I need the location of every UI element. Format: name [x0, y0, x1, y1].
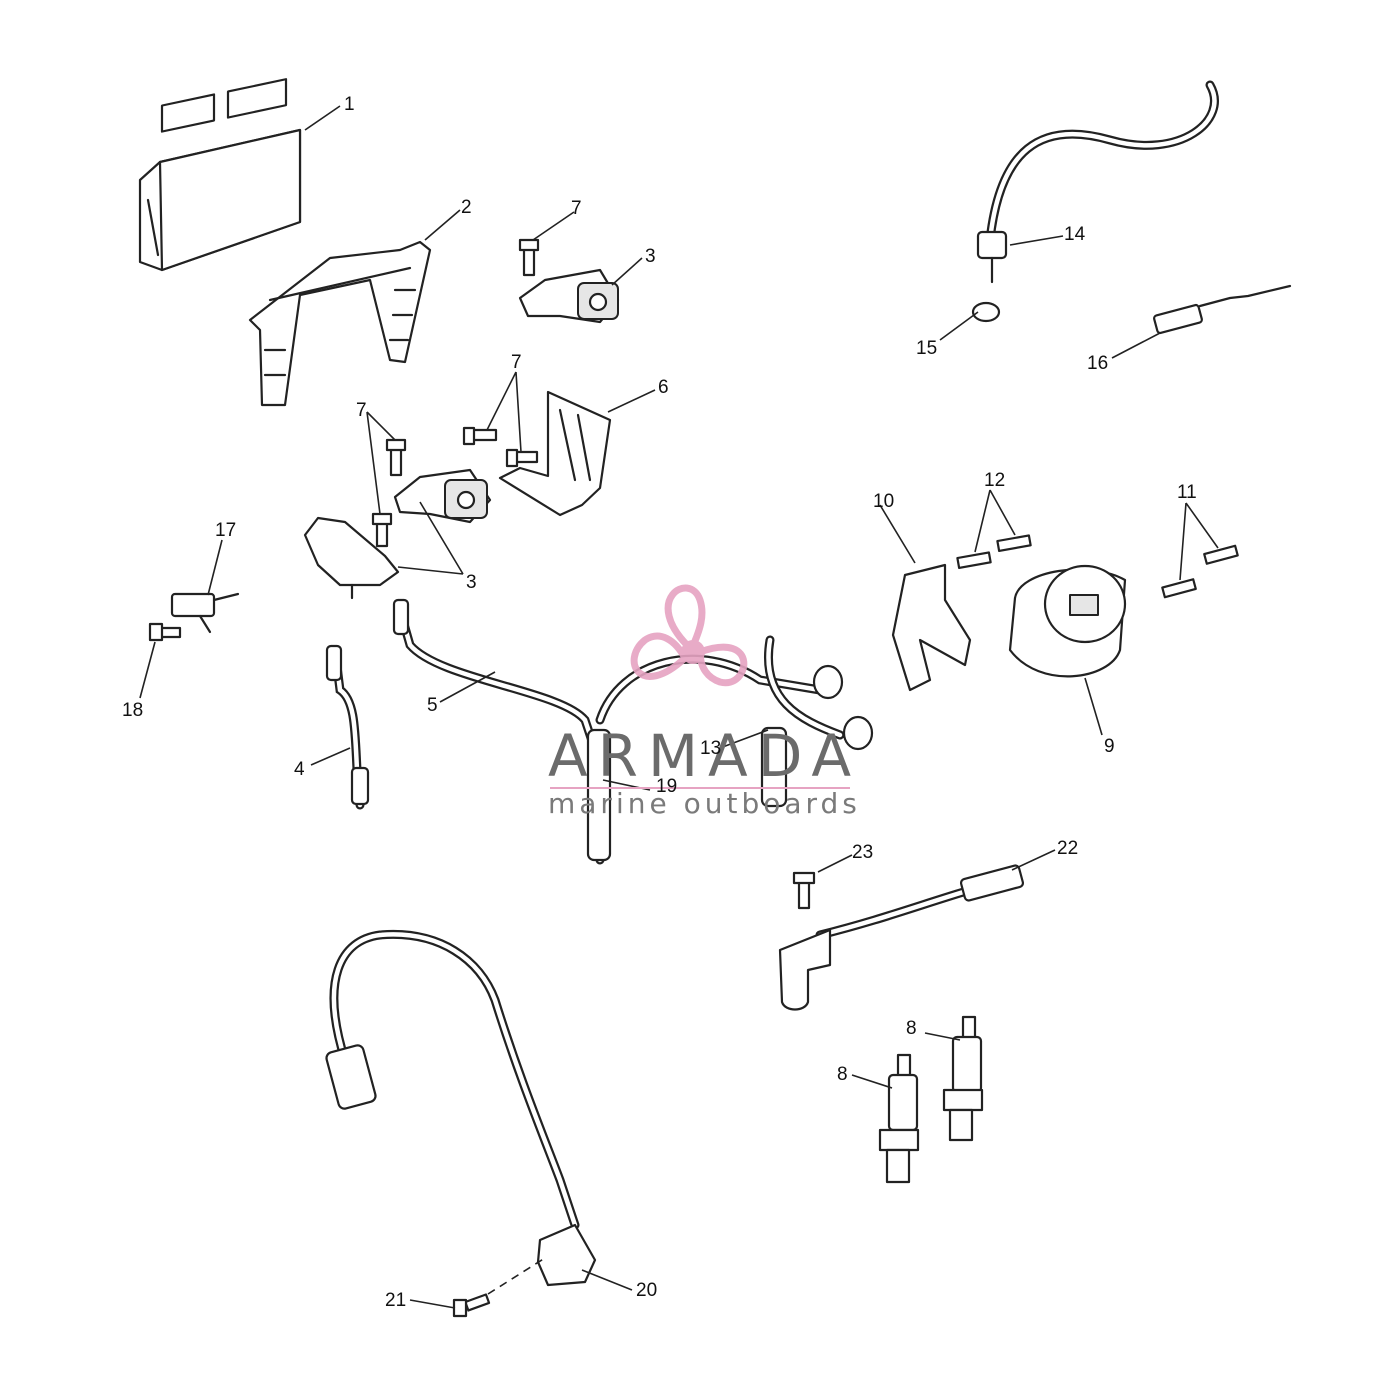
- watermark-logo: [630, 584, 748, 687]
- callout-3-low: 3: [466, 572, 477, 593]
- part-8-plugs: [878, 1015, 984, 1184]
- part-1-ecm: [138, 78, 302, 272]
- part-16-o2-sensor: [1153, 284, 1292, 335]
- callout-20: 20: [636, 1280, 657, 1301]
- leader-lines: [139, 105, 1219, 1309]
- part-3-sensor-mid: [393, 468, 492, 524]
- callout-18: 18: [122, 700, 143, 721]
- part-12-bolts: [956, 534, 1032, 569]
- callout-22: 22: [1057, 838, 1078, 859]
- part-9-coil: [1008, 564, 1127, 678]
- callout-14: 14: [1064, 224, 1086, 245]
- callout-16: 16: [1087, 353, 1108, 374]
- callout-15: 15: [916, 338, 937, 359]
- callout-1: 1: [344, 94, 355, 115]
- callout-21: 21: [385, 1290, 406, 1311]
- callout-23: 23: [852, 842, 873, 863]
- watermark-title: ARMADA: [548, 722, 861, 790]
- callout-3-top: 3: [645, 246, 656, 267]
- part-20-sensor: [325, 929, 597, 1287]
- part-14-sensor-lead: [976, 80, 1219, 284]
- callout-19: 19: [656, 776, 677, 797]
- part-17-sensor: [170, 592, 240, 634]
- part-4-lead: [325, 644, 370, 810]
- callout-13: 13: [700, 738, 721, 759]
- callout-12: 12: [984, 470, 1005, 491]
- callout-4: 4: [294, 759, 305, 780]
- callout-7-top: 7: [571, 198, 582, 219]
- callout-11: 11: [1177, 482, 1197, 503]
- part-21-screw: [452, 1257, 546, 1318]
- part-2-bracket: [248, 240, 432, 407]
- callout-6: 6: [658, 377, 669, 398]
- callout-7-left: 7: [356, 400, 367, 421]
- part-11-bolts: [1161, 544, 1239, 599]
- part-6-plate: [498, 390, 612, 517]
- part-3-sensor-low: [303, 516, 400, 600]
- part-5-harness: [392, 598, 874, 865]
- callout-8-right: 8: [906, 1018, 917, 1039]
- part-15-washer: [971, 301, 1001, 323]
- callout-7-mid: 7: [511, 352, 522, 373]
- part-10-bracket: [891, 563, 972, 692]
- callout-9: 9: [1104, 736, 1115, 757]
- callout-17: 17: [215, 520, 236, 541]
- callout-5: 5: [427, 695, 438, 716]
- callout-labels: 1 2 3 3 4 5 6 7 7 7 8 8 9 10 11 12 13 14…: [122, 94, 1197, 1311]
- part-3-sensor-top: [518, 268, 620, 324]
- part-18-bolt: [148, 622, 182, 642]
- part-23-bolt: [792, 871, 816, 910]
- watermark-subtitle: marine outboards: [548, 787, 861, 820]
- callout-2: 2: [461, 197, 472, 218]
- callout-8-left: 8: [837, 1064, 848, 1085]
- part-22-sensor: [778, 864, 1025, 1011]
- part-7-bolts: [371, 238, 540, 548]
- callout-10: 10: [873, 491, 894, 512]
